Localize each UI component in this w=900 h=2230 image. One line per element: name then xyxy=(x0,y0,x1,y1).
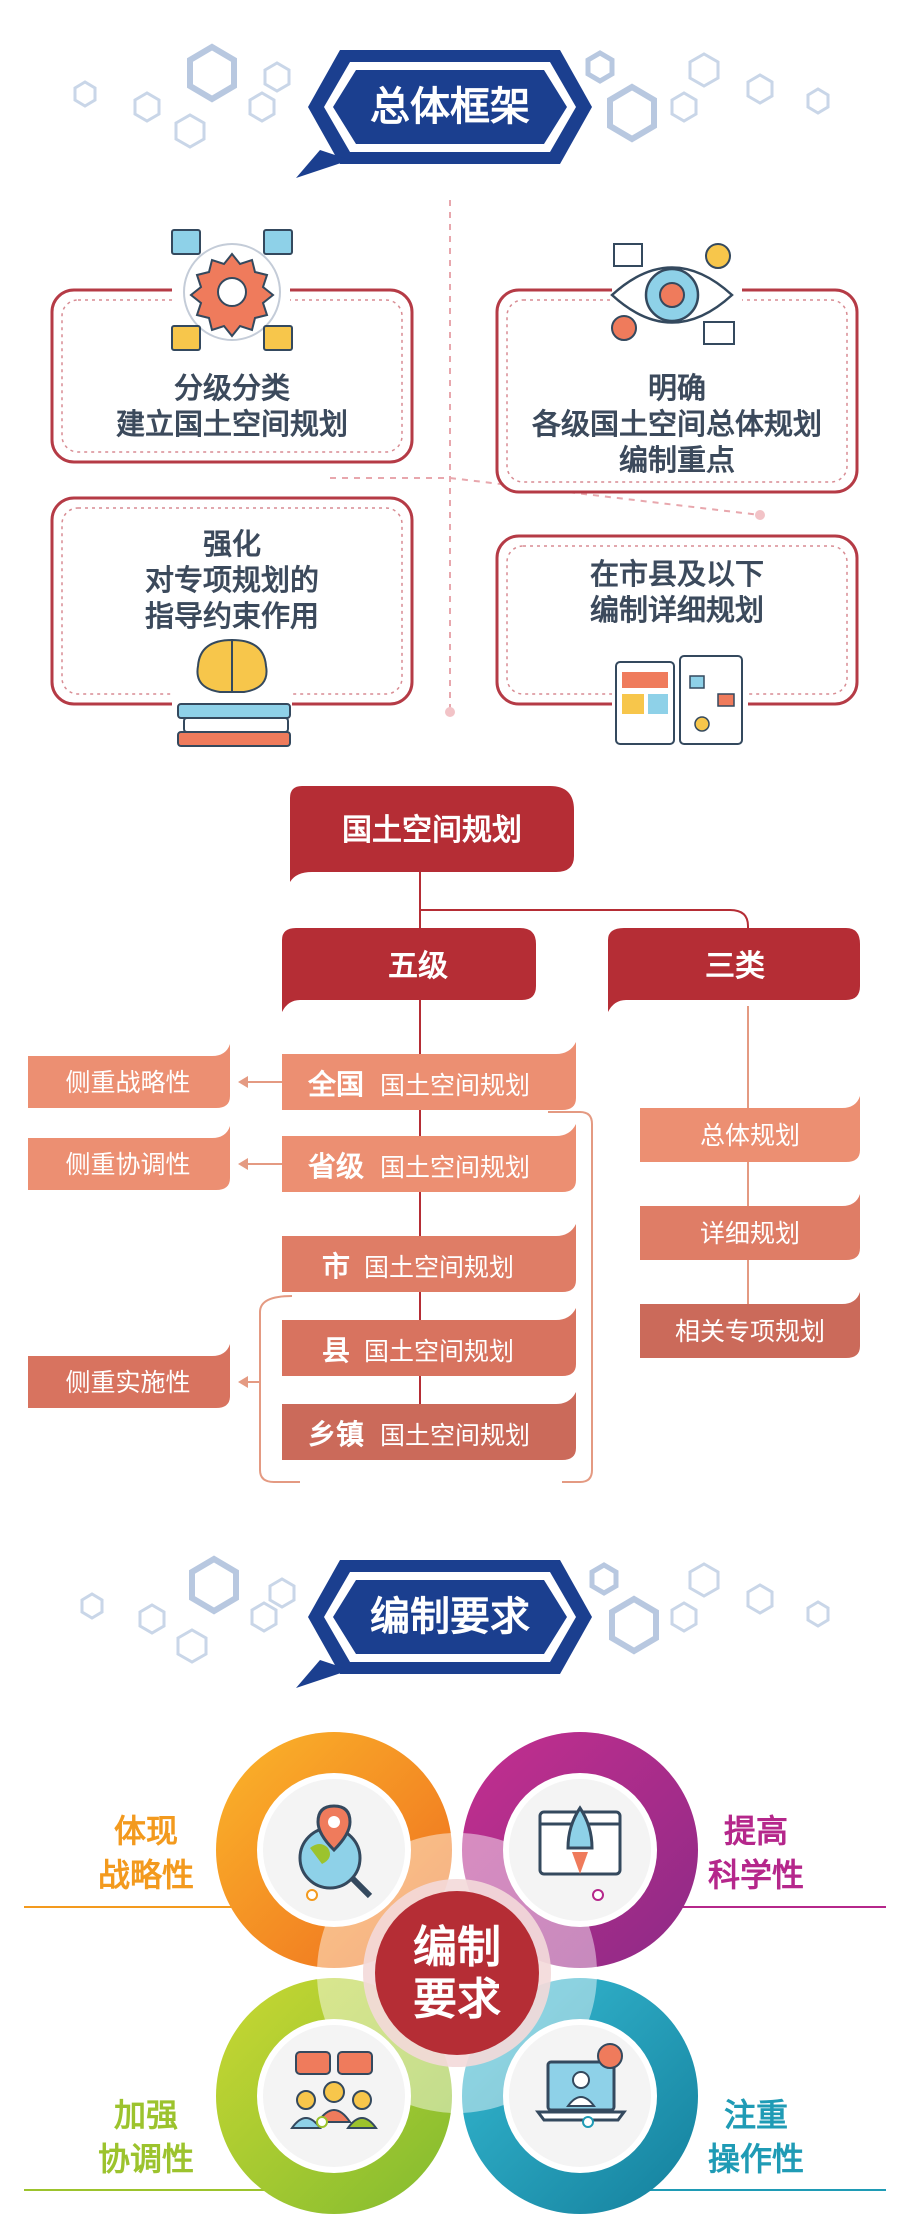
req-scientific-line-2: 科学性 xyxy=(708,1856,804,1894)
level-box-town xyxy=(282,1392,576,1460)
five-levels-header xyxy=(282,928,536,1012)
type-detailed: 详细规划 xyxy=(700,1219,800,1248)
level-city-suffix: 国土空间规划 xyxy=(364,1253,514,1282)
level-county-suffix: 国土空间规划 xyxy=(364,1337,514,1366)
emphasis-arrows xyxy=(238,1076,282,1388)
level-national-name: 全国 xyxy=(307,1068,364,1101)
req-operability-line-2: 操作性 xyxy=(708,2140,804,2178)
overview-card-3-line-1: 强化 xyxy=(203,527,261,561)
level-city-name: 市 xyxy=(322,1250,350,1283)
three-types-header xyxy=(608,928,860,1012)
rocket-launch-icon xyxy=(538,1805,622,1876)
level-brackets xyxy=(259,1111,593,1483)
brain-books-icon xyxy=(172,638,292,750)
requirements-title: 编制要求 xyxy=(370,1594,530,1640)
overview-card-1-line-1: 分级分类 xyxy=(174,371,290,405)
emphasis-implementation: 侧重实施性 xyxy=(65,1368,190,1397)
level-province-name: 省级 xyxy=(308,1150,364,1183)
type-box-detailed xyxy=(640,1194,860,1260)
overview-section: 总体框架 分级分类 建立国土空间规划 明确 各级国土空间总 xyxy=(50,43,859,754)
requirements-title-badge xyxy=(296,1560,592,1688)
overview-card-1-line-2: 建立国土空间规划 xyxy=(116,407,348,441)
type-master: 总体规划 xyxy=(700,1121,800,1150)
root-label: 国土空间规划 xyxy=(342,813,522,848)
req-operability-line-1: 注重 xyxy=(724,2096,788,2134)
overview-card-3-line-3: 指导约束作用 xyxy=(145,599,319,633)
emphasis-strategic: 侧重战略性 xyxy=(65,1068,190,1097)
type-box-master xyxy=(640,1096,860,1162)
req-scientific-line-1: 提高 xyxy=(724,1812,788,1850)
level-town-name: 乡镇 xyxy=(308,1418,364,1451)
laptop-user-icon xyxy=(535,2043,627,2122)
level-box-province xyxy=(282,1124,576,1192)
overview-card-4-line-1: 在市县及以下 xyxy=(590,557,764,591)
levels-section: 国土空间规划 五级 三类 全国 国土空间规划 省级 国土空间规划 市 国土空间规… xyxy=(28,786,860,1483)
req-coordination-line-1: 加强 xyxy=(114,2096,178,2134)
hexagon-decoration-icon xyxy=(80,1555,830,1664)
overview-card-2 xyxy=(495,288,859,494)
overview-title: 总体框架 xyxy=(370,84,530,130)
level-town-suffix: 国土空间规划 xyxy=(380,1421,530,1450)
level-province-suffix: 国土空间规划 xyxy=(380,1153,530,1182)
overview-card-2-line-3: 编制重点 xyxy=(619,443,735,477)
req-strategic-line-1: 体现 xyxy=(114,1812,178,1850)
eye-target-icon xyxy=(610,236,742,348)
level-box-national xyxy=(282,1042,576,1110)
center-line-1: 编制 xyxy=(413,1922,501,1973)
hexagon-decoration-icon xyxy=(73,43,830,149)
level-county-name: 县 xyxy=(322,1334,350,1367)
overview-card-4-line-2: 编制详细规划 xyxy=(590,593,764,627)
overview-card-3-line-2: 对专项规划的 xyxy=(145,563,319,597)
overview-card-2-line-1: 明确 xyxy=(648,371,706,405)
center-circle xyxy=(363,1879,551,2067)
level-national-suffix: 国土空间规划 xyxy=(380,1071,530,1100)
layout-flowchart-icon xyxy=(612,652,748,754)
gear-network-icon xyxy=(171,229,293,351)
emphasis-box-strategic xyxy=(28,1044,230,1108)
emphasis-box-implementation xyxy=(28,1344,230,1408)
emphasis-box-coordination xyxy=(28,1126,230,1190)
overview-card-2-line-2: 各级国土空间总体规划 xyxy=(531,407,822,441)
level-box-county xyxy=(282,1308,576,1376)
type-special: 相关专项规划 xyxy=(675,1317,825,1346)
five-levels-label: 五级 xyxy=(388,949,448,984)
emphasis-coordination: 侧重协调性 xyxy=(65,1150,190,1179)
level-box-city xyxy=(282,1224,576,1292)
three-types-label: 三类 xyxy=(705,949,765,984)
req-coordination-line-2: 协调性 xyxy=(98,2140,194,2178)
type-box-special xyxy=(640,1292,860,1358)
overview-card-1 xyxy=(50,288,414,464)
req-strategic-line-2: 战略性 xyxy=(98,1856,194,1894)
requirements-section: 编制要求 xyxy=(24,1555,886,2214)
center-line-2: 要求 xyxy=(413,1974,501,2025)
root-box xyxy=(290,786,574,882)
overview-title-badge xyxy=(296,50,592,178)
globe-location-icon xyxy=(298,1804,373,1899)
